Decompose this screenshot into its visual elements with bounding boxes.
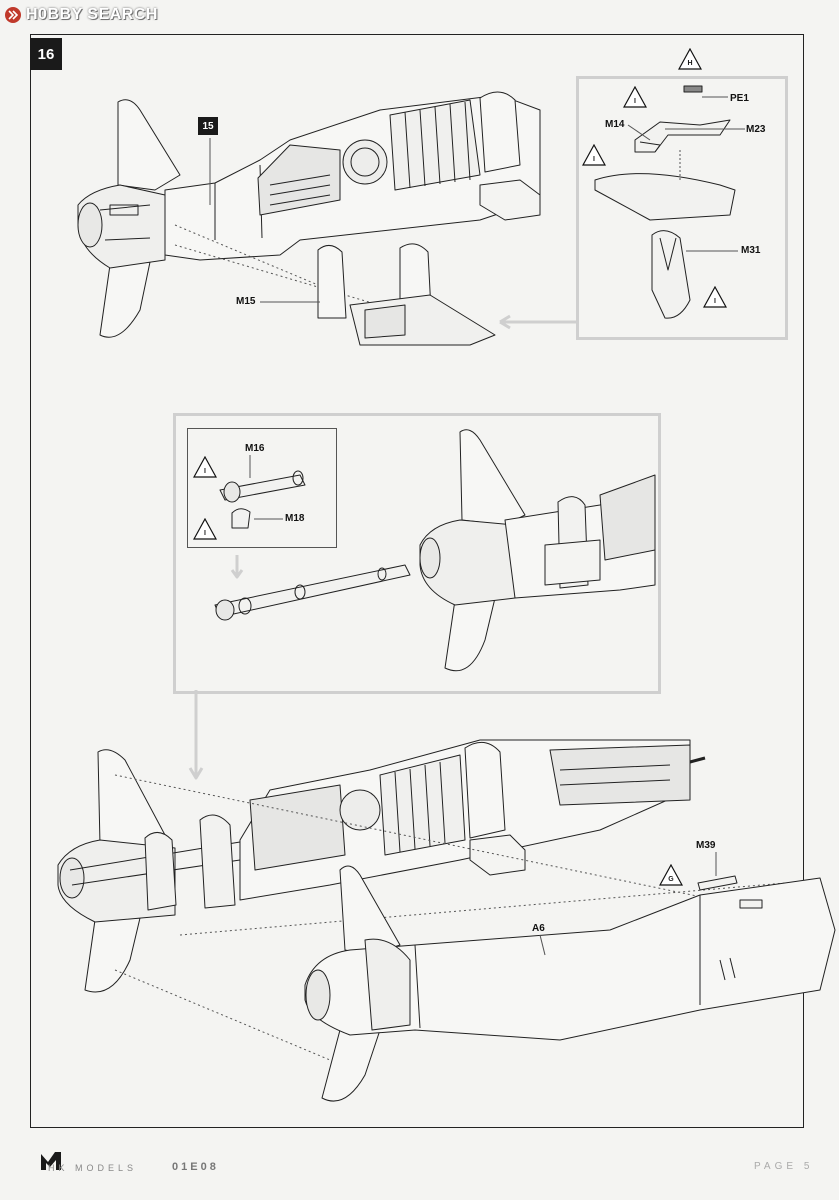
watermark: H0BBY SEARCH (4, 4, 158, 26)
detail-inset-middle (173, 413, 661, 694)
glue-warning-i-icon: I (581, 143, 607, 166)
inset-middle-assembly (214, 429, 656, 672)
glue-warning-i-icon: I (192, 455, 218, 478)
part-label-m39: M39 (696, 840, 716, 851)
part-label-m18: M18 (285, 513, 305, 524)
hk-models-logo-icon (41, 1152, 61, 1170)
part-label-pe1: PE1 (730, 93, 749, 104)
watermark-text: H0BBY SEARCH (26, 6, 158, 23)
bottom-fuselage-assembly (57, 690, 836, 1102)
part-label-m14: M14 (605, 119, 625, 130)
part-label-m16: M16 (245, 443, 265, 454)
step-number-badge: 16 (30, 38, 62, 70)
detail-inset-top-right (576, 76, 788, 340)
glue-warning-g-icon: G (658, 863, 684, 886)
footer-product-code: 01E08 (172, 1161, 219, 1173)
glue-warning-h-icon: H (677, 47, 703, 70)
glue-warning-i-icon: I (192, 517, 218, 540)
top-fuselage-assembly (77, 91, 577, 346)
glue-warning-i-icon: I (622, 85, 648, 108)
hobbysearch-logo-icon (5, 7, 21, 23)
part-label-m15: M15 (236, 296, 256, 307)
inset-top-right-parts (594, 85, 745, 319)
ref-step-badge: 15 (198, 117, 218, 135)
footer-page-number: PAGE 5 (754, 1161, 814, 1172)
part-label-m23: M23 (746, 124, 766, 135)
part-label-a6: A6 (532, 923, 545, 934)
glue-warning-i-icon: I (702, 285, 728, 308)
footer-brand: HK MODELS (48, 1163, 138, 1173)
part-label-m31: M31 (741, 245, 761, 256)
